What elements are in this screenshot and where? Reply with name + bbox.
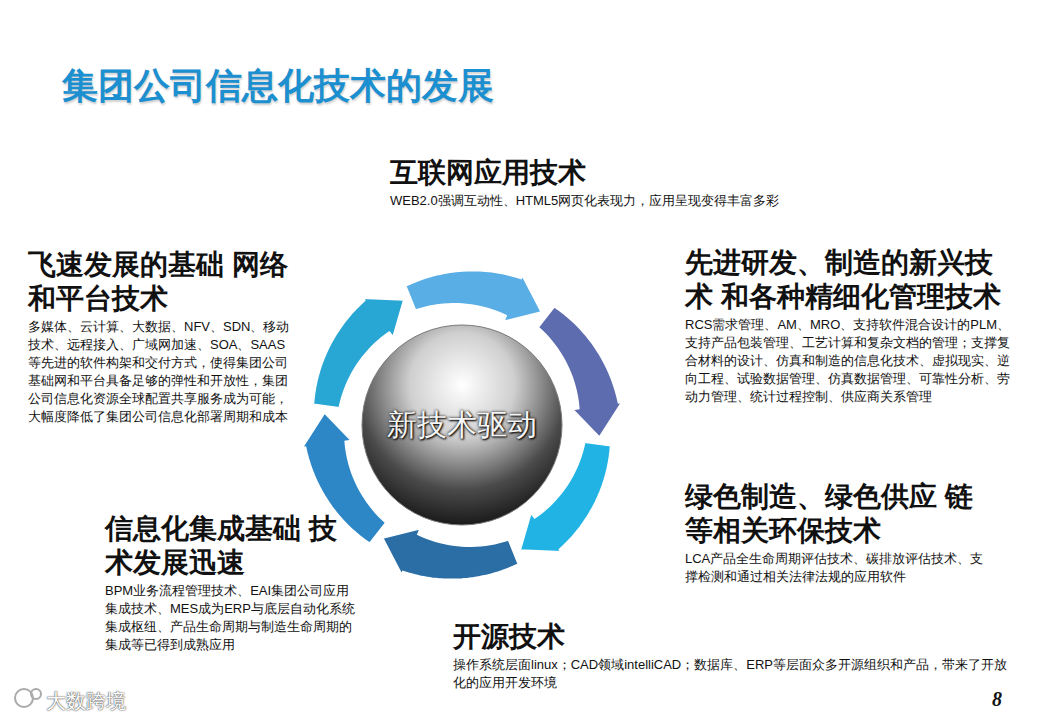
ring-arrow (406, 271, 541, 321)
center-circle: 新技术驱动 (362, 325, 562, 525)
center-label: 新技术驱动 (362, 325, 562, 525)
topic-body: 多媒体、云计算、大数据、NFV、SDN、移动技术、远程接入、广域网加速、SOA、… (28, 318, 290, 426)
topic-block: 开源技术操作系统层面linux；CAD领域intelliCAD；数据库、ERP等… (453, 620, 1013, 694)
topic-block: 信息化集成基础 技术发展迅速BPM业务流程管理技术、EAI集团公司应用集成技术、… (105, 512, 355, 656)
topic-body: LCA产品全生命周期评估技术、碳排放评估技术、支撑检测和通过相关法律法规的应用软… (685, 550, 985, 586)
topic-block: 先进研发、制造的新兴技术 和各种精细化管理技术RCS需求管理、AM、MRO、支持… (685, 246, 1015, 408)
topic-body: BPM业务流程管理技术、EAI集团公司应用集成技术、MES成为ERP与底层自动化… (105, 582, 355, 654)
topic-heading: 信息化集成基础 技术发展迅速 (105, 512, 355, 580)
topic-body: 操作系统层面linux；CAD领域intelliCAD；数据库、ERP等层面众多… (453, 656, 1013, 692)
topic-body: RCS需求管理、AM、MRO、支持软件混合设计的PLM、支持产品包装管理、工艺计… (685, 316, 1015, 406)
page-number: 8 (992, 688, 1002, 711)
topic-heading: 绿色制造、绿色供应 链等相关环保技术 (685, 480, 985, 548)
topic-block: 互联网应用技术 WEB2.0强调互动性、HTML5网页化表现力，应用呈现变得丰富多… (390, 156, 910, 212)
slide-title: 集团公司信息化技术的发展 (62, 62, 494, 111)
topic-body: WEB2.0强调互动性、HTML5网页化表现力，应用呈现变得丰富多彩 (390, 192, 910, 210)
topic-block: 绿色制造、绿色供应 链等相关环保技术LCA产品全生命周期评估技术、碳排放评估技术… (685, 480, 985, 588)
topic-heading: 开源技术 (453, 620, 1013, 654)
watermark-icon (15, 689, 41, 707)
topic-heading: 飞速发展的基础 网络和平台技术 (28, 248, 290, 316)
topic-heading: 先进研发、制造的新兴技术 和各种精细化管理技术 (685, 246, 1015, 314)
ring-arrow (383, 529, 518, 579)
topic-block: 飞速发展的基础 网络和平台技术多媒体、云计算、大数据、NFV、SDN、移动技术、… (28, 248, 290, 428)
topic-heading: 互联网应用技术 (390, 156, 910, 190)
watermark: 大数跨境 (46, 688, 126, 715)
center-sphere (362, 325, 562, 525)
